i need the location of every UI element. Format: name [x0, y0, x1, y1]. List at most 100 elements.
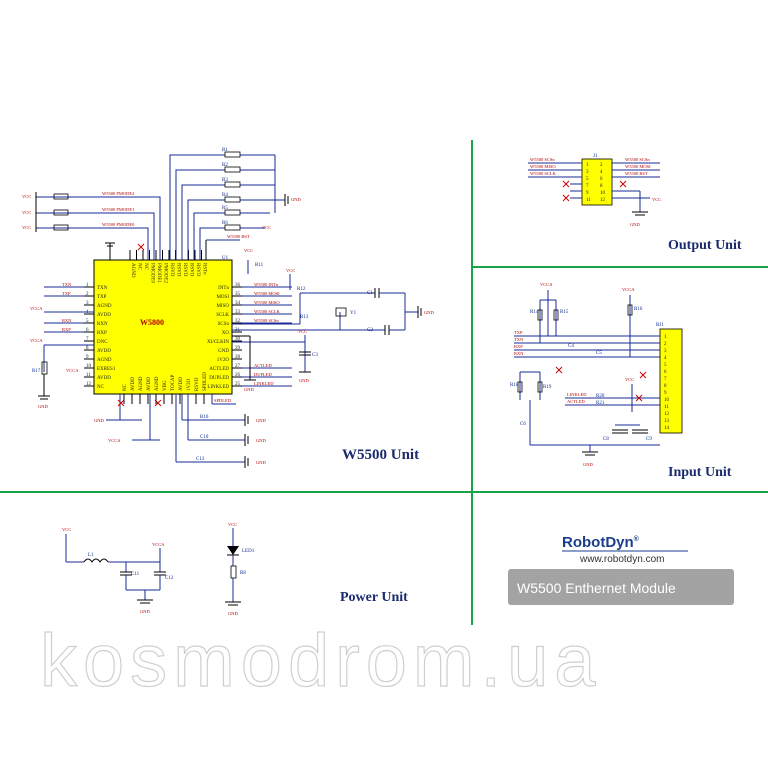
in-res-r21: R21 — [596, 401, 605, 406]
pw-cap-c11: C11 — [131, 572, 140, 577]
chip-top-pin-name: NC — [137, 263, 142, 271]
rj45-pin-number: 12 — [664, 412, 670, 417]
rj45-connector — [659, 328, 683, 434]
vcc-pmode-3: VCC — [22, 225, 31, 230]
chip-right-pin-name: DUPLED — [209, 376, 229, 381]
chip-pins: 1TXNTXN2TXPTXP3AGND4AVDD5RXNRXN6RXPRXP7D… — [44, 250, 292, 404]
in-cap-c9: C9 — [646, 437, 652, 442]
gnd-crystal: GND — [424, 310, 434, 315]
out-gnd: GND — [630, 222, 640, 227]
vcc-right: VCC — [298, 329, 307, 334]
pw-res-r8: R8 — [240, 571, 246, 576]
chip-bottom-pin-name: 1V2O — [187, 378, 192, 391]
vcc-label-top: VCC — [262, 225, 271, 230]
pw-vcc: VCC — [62, 527, 71, 532]
chip-bottom-pin-name: SPDLED — [203, 372, 208, 391]
rj45-pin-number: 3 — [664, 349, 667, 354]
inductor-l1-icon — [83, 558, 109, 563]
res-r3: R3 — [222, 178, 228, 183]
rj45-pin-number: 11 — [664, 405, 669, 410]
chip-top-pin-name: PMODE2 — [163, 263, 168, 284]
cap-c13: C13 — [196, 457, 205, 462]
rj45-pin-number: 5 — [664, 363, 667, 368]
header-pin-left: 11 — [586, 198, 591, 203]
rj45-pin-number: 1 — [664, 335, 667, 340]
gnd-bottom-1: GND — [94, 418, 104, 423]
cap-c2: C2 — [367, 328, 373, 333]
chip-top-pin-name: RSVD — [195, 263, 200, 277]
header-pin-right: 8 — [600, 184, 603, 189]
header-ref: J1 — [593, 154, 598, 159]
input-unit-title: Input Unit — [668, 465, 732, 480]
chip-right-pin-name: XO — [222, 331, 230, 336]
in-res-r19: R19 — [543, 385, 552, 390]
chip-right-pin-name: GND — [218, 349, 229, 354]
chip-top-pin-name: RSVD — [189, 263, 194, 277]
spdled-net: SPDLED — [214, 398, 232, 403]
rst-net: W5500 RST — [227, 234, 250, 239]
chip-name: W5800 — [140, 318, 164, 327]
power-unit: VCC VCCA L1 C11 C12 GND VCC LED1 R8 GND … — [62, 522, 408, 616]
res-r4: R4 — [222, 193, 228, 198]
pmode1-net: W5500 PMODE1 — [102, 207, 134, 212]
chip-right-pin-name: SCLK — [216, 313, 229, 318]
header-pin-left: 3 — [586, 170, 589, 175]
pw-vcca: VCCA — [152, 542, 165, 547]
out-right-net-2: W5500 MOSI — [625, 164, 651, 169]
rj45-pin-number: 2 — [664, 342, 667, 347]
w5500-chip — [93, 259, 233, 395]
pmode-wiring: VCC VCC VCC W5500 PMODE2 W5500 PMODE1 W5… — [22, 191, 161, 260]
res-r2: R2 — [222, 163, 228, 168]
power-unit-title: Power Unit — [340, 590, 408, 605]
chip-right-pin-name: INTn — [218, 286, 229, 291]
output-unit-title: Output Unit — [668, 238, 742, 253]
header-pin-right: 10 — [600, 191, 606, 196]
header-j1 — [581, 158, 613, 206]
led-diode-icon — [227, 546, 239, 555]
chip-top-pin-name: RSVD — [169, 263, 174, 277]
res-r10: R10 — [200, 415, 209, 420]
cap-c10: C10 — [200, 435, 209, 440]
rj45-pin-number: 10 — [664, 398, 670, 403]
chip-top-pin-name: RSTn — [202, 263, 207, 275]
in-cap-c8: C8 — [603, 437, 609, 442]
watermark: kosmodrom.ua — [40, 619, 601, 702]
header-pin-left: 9 — [586, 191, 589, 196]
header-pin-right: 6 — [600, 177, 603, 182]
top-resistors — [224, 151, 241, 231]
pw-cap-c12: C12 — [165, 576, 174, 581]
chip-ref: U1 — [222, 256, 229, 261]
in-cap-c6: C6 — [520, 422, 526, 427]
chip-right-pin-name: MOSI — [216, 295, 229, 300]
res-r5: R5 — [222, 206, 228, 211]
module-badge — [508, 569, 734, 605]
in-net-txp: TXP — [514, 330, 523, 335]
chip-left-pin-name: AGND — [97, 304, 112, 309]
chip-right-net-label: ACTLED — [254, 363, 272, 368]
chip-right-pin-name: MISO — [216, 304, 229, 309]
chip-right-net-label: W5500 INTn — [254, 282, 279, 287]
chip-right-pin-number: 27 — [235, 364, 241, 369]
chip-bottom-pin-name: AVDD — [147, 377, 152, 391]
chip-top-pin-name: RSVD — [176, 263, 181, 277]
chip-left-pin-name: NC — [97, 385, 105, 390]
section-dividers — [0, 140, 768, 625]
out-left-net-3: W5500 SCLK — [530, 171, 557, 176]
vcc-r12: VCC — [286, 268, 295, 273]
vcca-left-2: VCCA — [30, 338, 43, 343]
chip-left-pin-name: AVDD — [97, 376, 111, 381]
chip-right-net-label: DUPLED — [254, 372, 272, 377]
in-net-rxp: RXP — [514, 344, 523, 349]
header-pin-left: 1 — [586, 163, 589, 168]
chip-top-pin-name: PMODE1 — [156, 263, 161, 284]
chip-right-pin-name: 1V2O — [217, 358, 230, 363]
cap-c3: C3 — [312, 353, 318, 358]
in-res-r15: R15 — [560, 310, 569, 315]
input-wiring: TXP TXN RXP RXN VCCA VCCA GND — [510, 282, 660, 467]
res-r1: R1 — [222, 148, 228, 153]
pw-led: LED1 — [242, 549, 255, 554]
in-linkled: LINKLED — [567, 392, 587, 397]
